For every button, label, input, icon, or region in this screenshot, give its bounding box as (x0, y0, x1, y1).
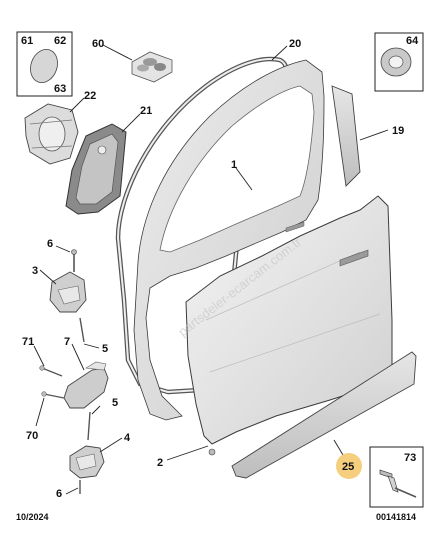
callout-3: 3 (32, 265, 38, 277)
callout-73: 73 (404, 452, 416, 464)
callout-71: 71 (22, 336, 34, 348)
footer-reference: 00141814 (376, 512, 416, 522)
water-shield-21: 21 (65, 105, 152, 215)
hinge-bolt-6a: 6 (47, 238, 77, 272)
callout-22: 22 (84, 90, 96, 102)
footer-date: 10/2024 (16, 512, 49, 522)
callout-1: 1 (231, 159, 237, 171)
inset-box-73: 73 (369, 446, 424, 508)
callout-7: 7 (64, 336, 70, 348)
screws-70-71: 71 70 (22, 336, 65, 442)
clip-pack-60: 60 (92, 38, 173, 83)
highlight-marker (336, 453, 362, 479)
callout-6a: 6 (47, 238, 53, 250)
door-check-7: 7 (63, 336, 109, 409)
callout-5b: 5 (112, 397, 118, 409)
lower-moulding-25: 25 (231, 351, 417, 479)
callout-64: 64 (406, 35, 419, 47)
callout-60: 60 (92, 38, 104, 50)
callout-20: 20 (289, 38, 301, 50)
speaker-bracket-22: 22 (24, 90, 96, 165)
plug-cap-shape (30, 49, 58, 83)
pin-5b (87, 411, 91, 441)
callout-63: 63 (54, 83, 66, 95)
callout-61: 61 (21, 35, 33, 47)
callout-19: 19 (392, 125, 404, 137)
door-handle-opening (339, 249, 369, 267)
callout-70: 70 (26, 430, 38, 442)
callout-4: 4 (124, 432, 131, 444)
inset-box-64: 64 (374, 32, 424, 92)
callout-62: 62 (54, 35, 66, 47)
door-frame-1: 1 (133, 59, 325, 421)
callout-21: 21 (140, 105, 152, 117)
trim-strip-19: 19 (331, 85, 404, 187)
inset-box-61-63: 61 62 63 (16, 31, 73, 97)
upper-hinge-3: 3 (32, 265, 87, 313)
callout-25: 25 (342, 461, 354, 473)
callout-5a: 5 (102, 343, 108, 355)
pin-5a: 5 (79, 317, 108, 355)
lower-hinge-4: 5 4 6 (56, 397, 131, 500)
callout-2: 2 (157, 457, 163, 469)
callout-6b: 6 (56, 488, 62, 500)
